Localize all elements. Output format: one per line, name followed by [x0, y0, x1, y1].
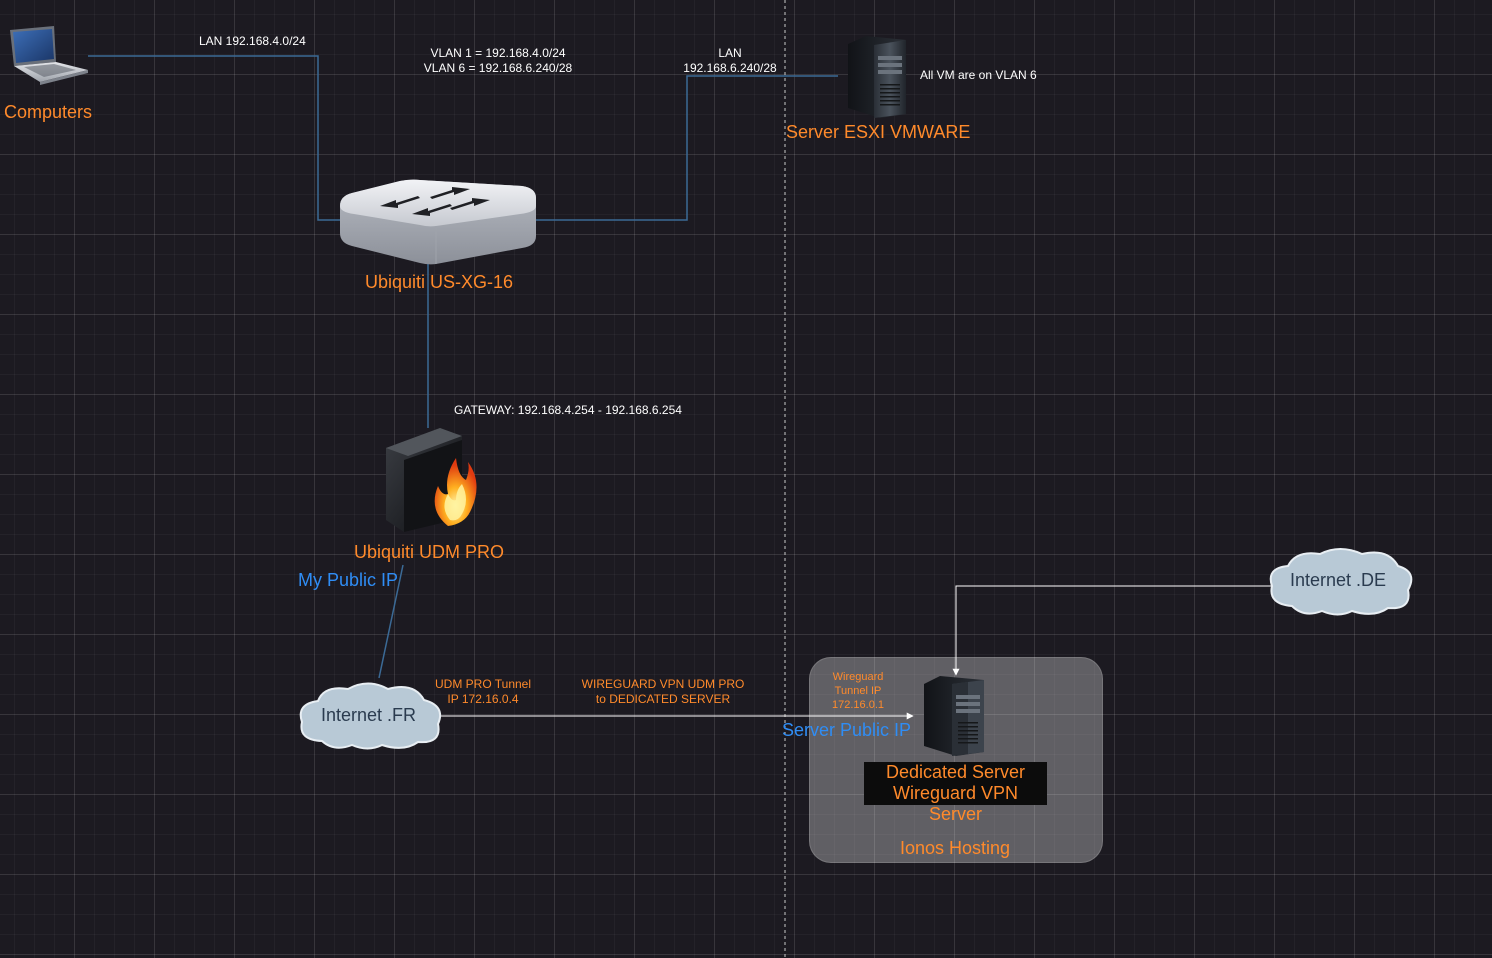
edge-udm-internet-fr	[378, 564, 404, 679]
vlan-6-label: VLAN 6 = 192.168.6.240/28	[423, 61, 573, 75]
internet-de-label: Internet .DE	[1290, 570, 1387, 590]
wireguard-tunnel-line2: Tunnel IP	[834, 685, 882, 697]
firewall-icon	[386, 428, 477, 532]
lan-esxi-title: LAN	[718, 46, 742, 60]
switch-icon	[340, 179, 536, 265]
cloud-icon-de	[1269, 548, 1413, 616]
udm-tunnel-title: UDM PRO Tunnel	[434, 677, 532, 691]
vpn-label: WIREGUARD VPN UDM PRO to DEDICATED SERVE…	[573, 677, 753, 707]
udm-tunnel-ip: IP 172.16.0.4	[447, 692, 519, 706]
esxi-server-icon	[848, 36, 906, 118]
internet-fr-label: Internet .FR	[321, 705, 417, 725]
vpn-label-line2: to DEDICATED SERVER	[595, 692, 731, 706]
edge-label-lan-computers: LAN 192.168.4.0/24	[199, 34, 306, 48]
edge-switch-esxi	[536, 75, 838, 221]
hosting-label: Ionos Hosting	[900, 838, 1011, 858]
dedicated-server-line2: Wireguard VPN Server	[892, 783, 1019, 824]
esxi-server-label: Server ESXI VMWARE	[786, 122, 971, 142]
wireguard-tunnel-ip-label: Wireguard Tunnel IP 172.16.0.1	[818, 670, 898, 712]
dedicated-server-icon	[924, 676, 984, 756]
switch-label: Ubiquiti US-XG-16	[365, 272, 514, 292]
wireguard-tunnel-line3: 172.16.0.1	[832, 699, 884, 711]
cloud-icon-fr	[299, 682, 442, 750]
edge-internet-de-dedicated	[952, 585, 1280, 676]
edge-label-lan-esxi: LAN 192.168.6.240/28	[670, 46, 790, 76]
dedicated-server-line1: Dedicated Server	[885, 762, 1026, 782]
my-public-ip-label: My Public IP	[298, 570, 399, 590]
esxi-vlan-note: All VM are on VLAN 6	[920, 68, 1037, 82]
server-public-ip-label: Server Public IP	[782, 720, 912, 740]
gateway-label: GATEWAY: 192.168.4.254 - 192.168.6.254	[454, 403, 682, 417]
edge-computers-switch	[88, 55, 340, 221]
laptop-icon	[10, 26, 88, 85]
udm-tunnel-label: UDM PRO Tunnel IP 172.16.0.4	[424, 677, 542, 707]
computers-label: Computers	[4, 102, 93, 122]
vlan-1-label: VLAN 1 = 192.168.4.0/24	[430, 46, 566, 60]
wireguard-tunnel-line1: Wireguard	[832, 671, 884, 683]
udm-label: Ubiquiti UDM PRO	[354, 542, 505, 562]
vpn-label-line1: WIREGUARD VPN UDM PRO	[581, 677, 745, 691]
dedicated-server-label: Dedicated Server Wireguard VPN Server	[864, 762, 1047, 824]
lan-esxi-subnet: 192.168.6.240/28	[683, 61, 777, 75]
edge-label-vlans: VLAN 1 = 192.168.4.0/24 VLAN 6 = 192.168…	[410, 46, 586, 76]
